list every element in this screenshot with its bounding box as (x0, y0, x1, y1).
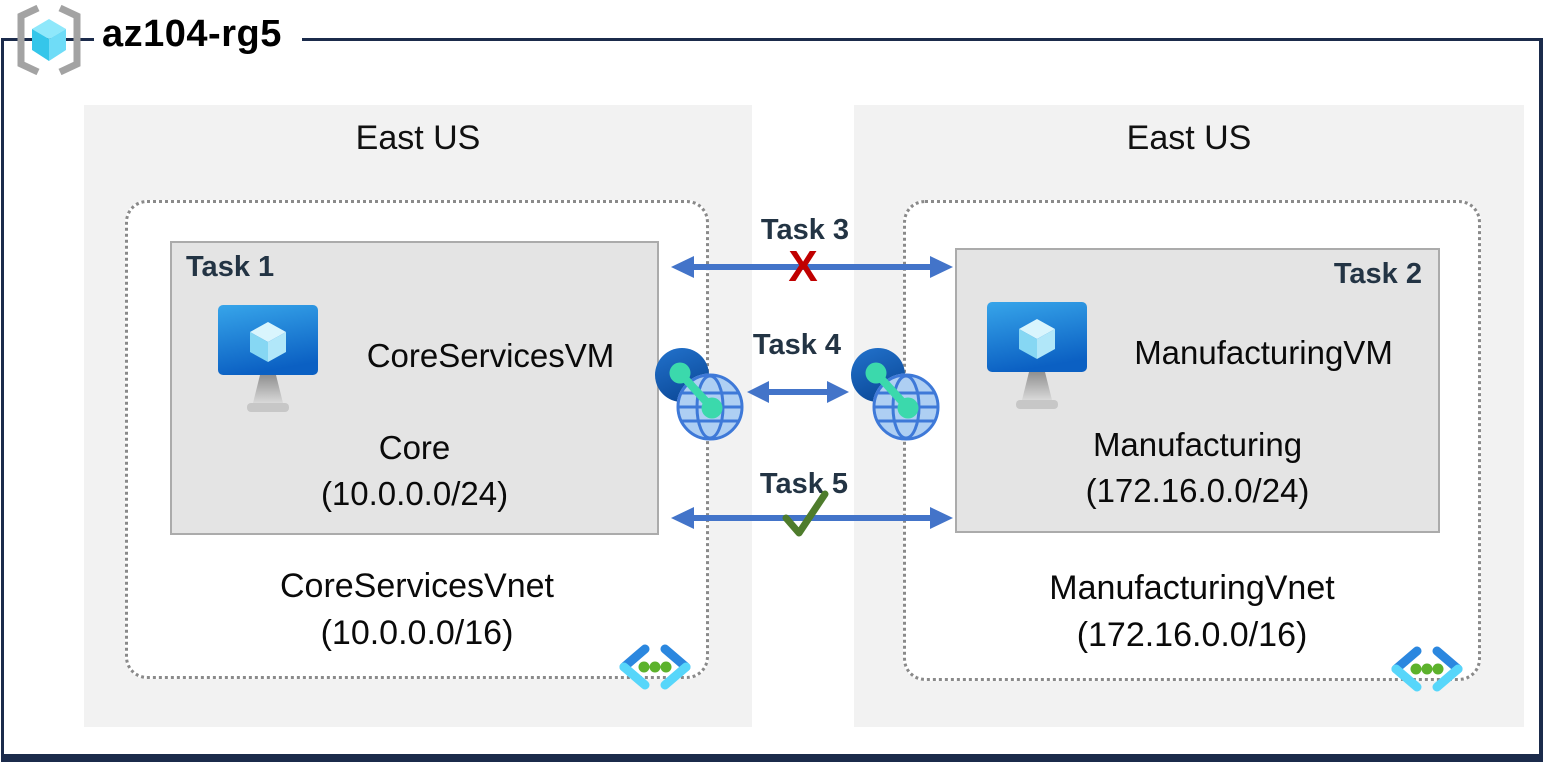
resource-group-frame (1, 38, 1543, 762)
blocked-x-icon: X (788, 242, 818, 291)
task4-arrow (747, 381, 849, 403)
subnet-box-manufacturing: Task 2 ManufacturingVM Manufacturing (17… (955, 248, 1440, 533)
virtual-machine-icon (987, 302, 1087, 409)
vnet-coreservices-cidr: (10.0.0.0/16) (320, 614, 514, 652)
task5-label: Task 5 (759, 468, 849, 500)
task3-arrow (671, 256, 953, 278)
vnet-manufacturing-name: ManufacturingVnet (1049, 569, 1335, 607)
subnet-core-cidr: (10.0.0.0/24) (320, 475, 509, 512)
subnet-manufacturing-cidr: (172.16.0.0/24) (1085, 472, 1310, 509)
allowed-check-icon (782, 490, 829, 537)
subnet-manufacturing-text: Manufacturing (172.16.0.0/24) (957, 422, 1438, 514)
subnet-core-text: Core (10.0.0.0/24) (172, 425, 657, 517)
vnet-box-manufacturing: Task 2 ManufacturingVM Manufacturing (17… (903, 200, 1481, 692)
vnet-coreservices-text: CoreServicesVnet (10.0.0.0/16) (128, 563, 706, 657)
vnet-peering-icon (851, 348, 940, 441)
task4-label: Task 4 (752, 329, 842, 361)
virtual-network-icon (1391, 646, 1463, 692)
vnet-manufacturing-cidr: (172.16.0.0/16) (1076, 616, 1308, 654)
vnet-peering-icon (655, 348, 744, 441)
subnet-manufacturing-name: Manufacturing (1092, 426, 1303, 463)
virtual-machine-icon (218, 305, 318, 412)
subnet-box-core: Task 1 CoreServicesVM Core (10.0.0.0/24) (170, 241, 659, 535)
task2-label: Task 2 (1333, 258, 1422, 290)
region-left-location: East US (355, 119, 481, 157)
vm-name-coreservices: CoreServicesVM (366, 337, 615, 374)
task3-label: Task 3 (760, 214, 850, 246)
task1-label: Task 1 (186, 251, 275, 283)
vnet-box-coreservices: Task 1 CoreServicesVM Core (10.0.0.0/24)… (125, 200, 709, 690)
virtual-network-icon (619, 644, 691, 690)
vm-name-manufacturing: ManufacturingVM (1134, 334, 1393, 371)
subnet-core-name: Core (378, 429, 451, 466)
resource-group-icon (17, 4, 81, 76)
vnet-coreservices-name: CoreServicesVnet (279, 567, 554, 605)
region-east-us-left: East US Task 1 CoreServicesVM Core (10.0… (84, 105, 752, 727)
region-east-us-right: East US Task 2 ManufacturingVM Manufactu… (854, 105, 1524, 727)
region-right-location: East US (1126, 119, 1252, 157)
vnet-manufacturing-text: ManufacturingVnet (172.16.0.0/16) (906, 565, 1478, 659)
resource-group-name: az104-rg5 (94, 10, 302, 66)
